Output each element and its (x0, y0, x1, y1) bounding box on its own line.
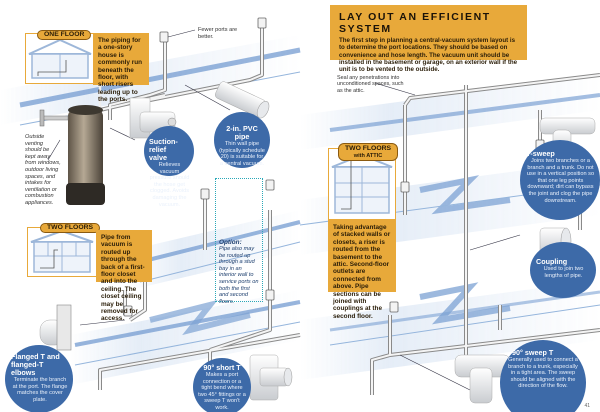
two-floors-house-diagram (27, 227, 97, 277)
pvc-pipe-text: Thin wall pipe (typically schedule 20) i… (219, 141, 265, 167)
venting-note: Outside venting should be kept away from… (25, 134, 61, 206)
short-t-icon (249, 354, 293, 401)
suction-relief-valve-text: Relieves vacuum pressure should the hose… (149, 162, 190, 208)
sweep-t-icon (454, 354, 511, 404)
house-icon (28, 38, 92, 79)
option-title: Option: (219, 239, 242, 246)
short-t-text: Makes a port connection or a tight bend … (198, 372, 246, 411)
suction-relief-valve-title: Suction-relief valve (149, 137, 178, 162)
two-floors-description: Pipe from vacuum is routed up through th… (96, 230, 152, 322)
page-intro: The first step in planning a central-vac… (339, 37, 518, 74)
two-floors-attic-description: Taking advantage of stacked walls or clo… (328, 220, 396, 320)
two-floors-attic-label-main: TWO FLOORS (345, 145, 392, 152)
y-sweep-callout: Y-sweep Joins two branches or a branch a… (520, 140, 600, 220)
flanged-t-text: Terminate the branch at the port. The fl… (12, 377, 68, 403)
y-sweep-text: Joins two branches or a branch and a tru… (526, 158, 595, 204)
one-floor-house-diagram (25, 33, 95, 84)
pvc-pipe-title: 2-in. PVC pipe (226, 124, 258, 141)
two-floors-attic-label: TWO FLOORS with ATTIC (338, 143, 399, 161)
house-icon (331, 153, 393, 214)
page-number: 41 (584, 403, 590, 409)
short-t-callout: 90° short T Makes a port connection or a… (193, 358, 251, 412)
sweep-t-callout: 90° sweep T Generally used to connect a … (500, 340, 586, 412)
two-floors-label: TWO FLOORS (40, 223, 101, 233)
one-floor-label: ONE FLOOR (37, 30, 92, 40)
pvc-pipe-callout: 2-in. PVC pipe Thin wall pipe (typically… (214, 112, 270, 168)
coupling-text: Used to join two lengths of pipe. (543, 266, 584, 279)
page-header: LAY OUT AN EFFICIENT SYSTEM The first st… (330, 5, 527, 73)
flanged-t-elbow-icon (39, 304, 72, 351)
suction-relief-valve-callout: Suction-relief valve Relieves vacuum pre… (144, 126, 194, 208)
flanged-t-title: Flanged T and flanged-T elbows (11, 352, 60, 377)
house-icon (30, 229, 94, 273)
coupling-title: Coupling (536, 257, 568, 266)
page-title: LAY OUT AN EFFICIENT SYSTEM (339, 11, 491, 35)
one-floor-description: The piping for a one-story house is comm… (93, 33, 149, 103)
seal-note: Seal any penetrations into unconditioned… (337, 75, 404, 94)
option-text: Pipe also may be routed up through a stu… (219, 246, 259, 305)
sweep-t-title: 90° sweep T (512, 348, 554, 357)
fewer-ports-note: Fewer ports are better. (198, 27, 238, 40)
sweep-t-text: Generally used to connect a branch to a … (508, 357, 578, 390)
vacuum-unit-icon (39, 105, 105, 205)
y-sweep-title: Y-sweep (526, 149, 555, 158)
short-t-title: 90° short T (203, 363, 241, 372)
flanged-t-callout: Flanged T and flanged-T elbows Terminate… (5, 345, 73, 412)
coupling-callout: Coupling Used to join two lengths of pip… (530, 242, 596, 298)
option-note: Option: Pipe also may be routed up throu… (215, 178, 263, 305)
two-floors-attic-label-sub: with ATTIC (353, 153, 383, 159)
